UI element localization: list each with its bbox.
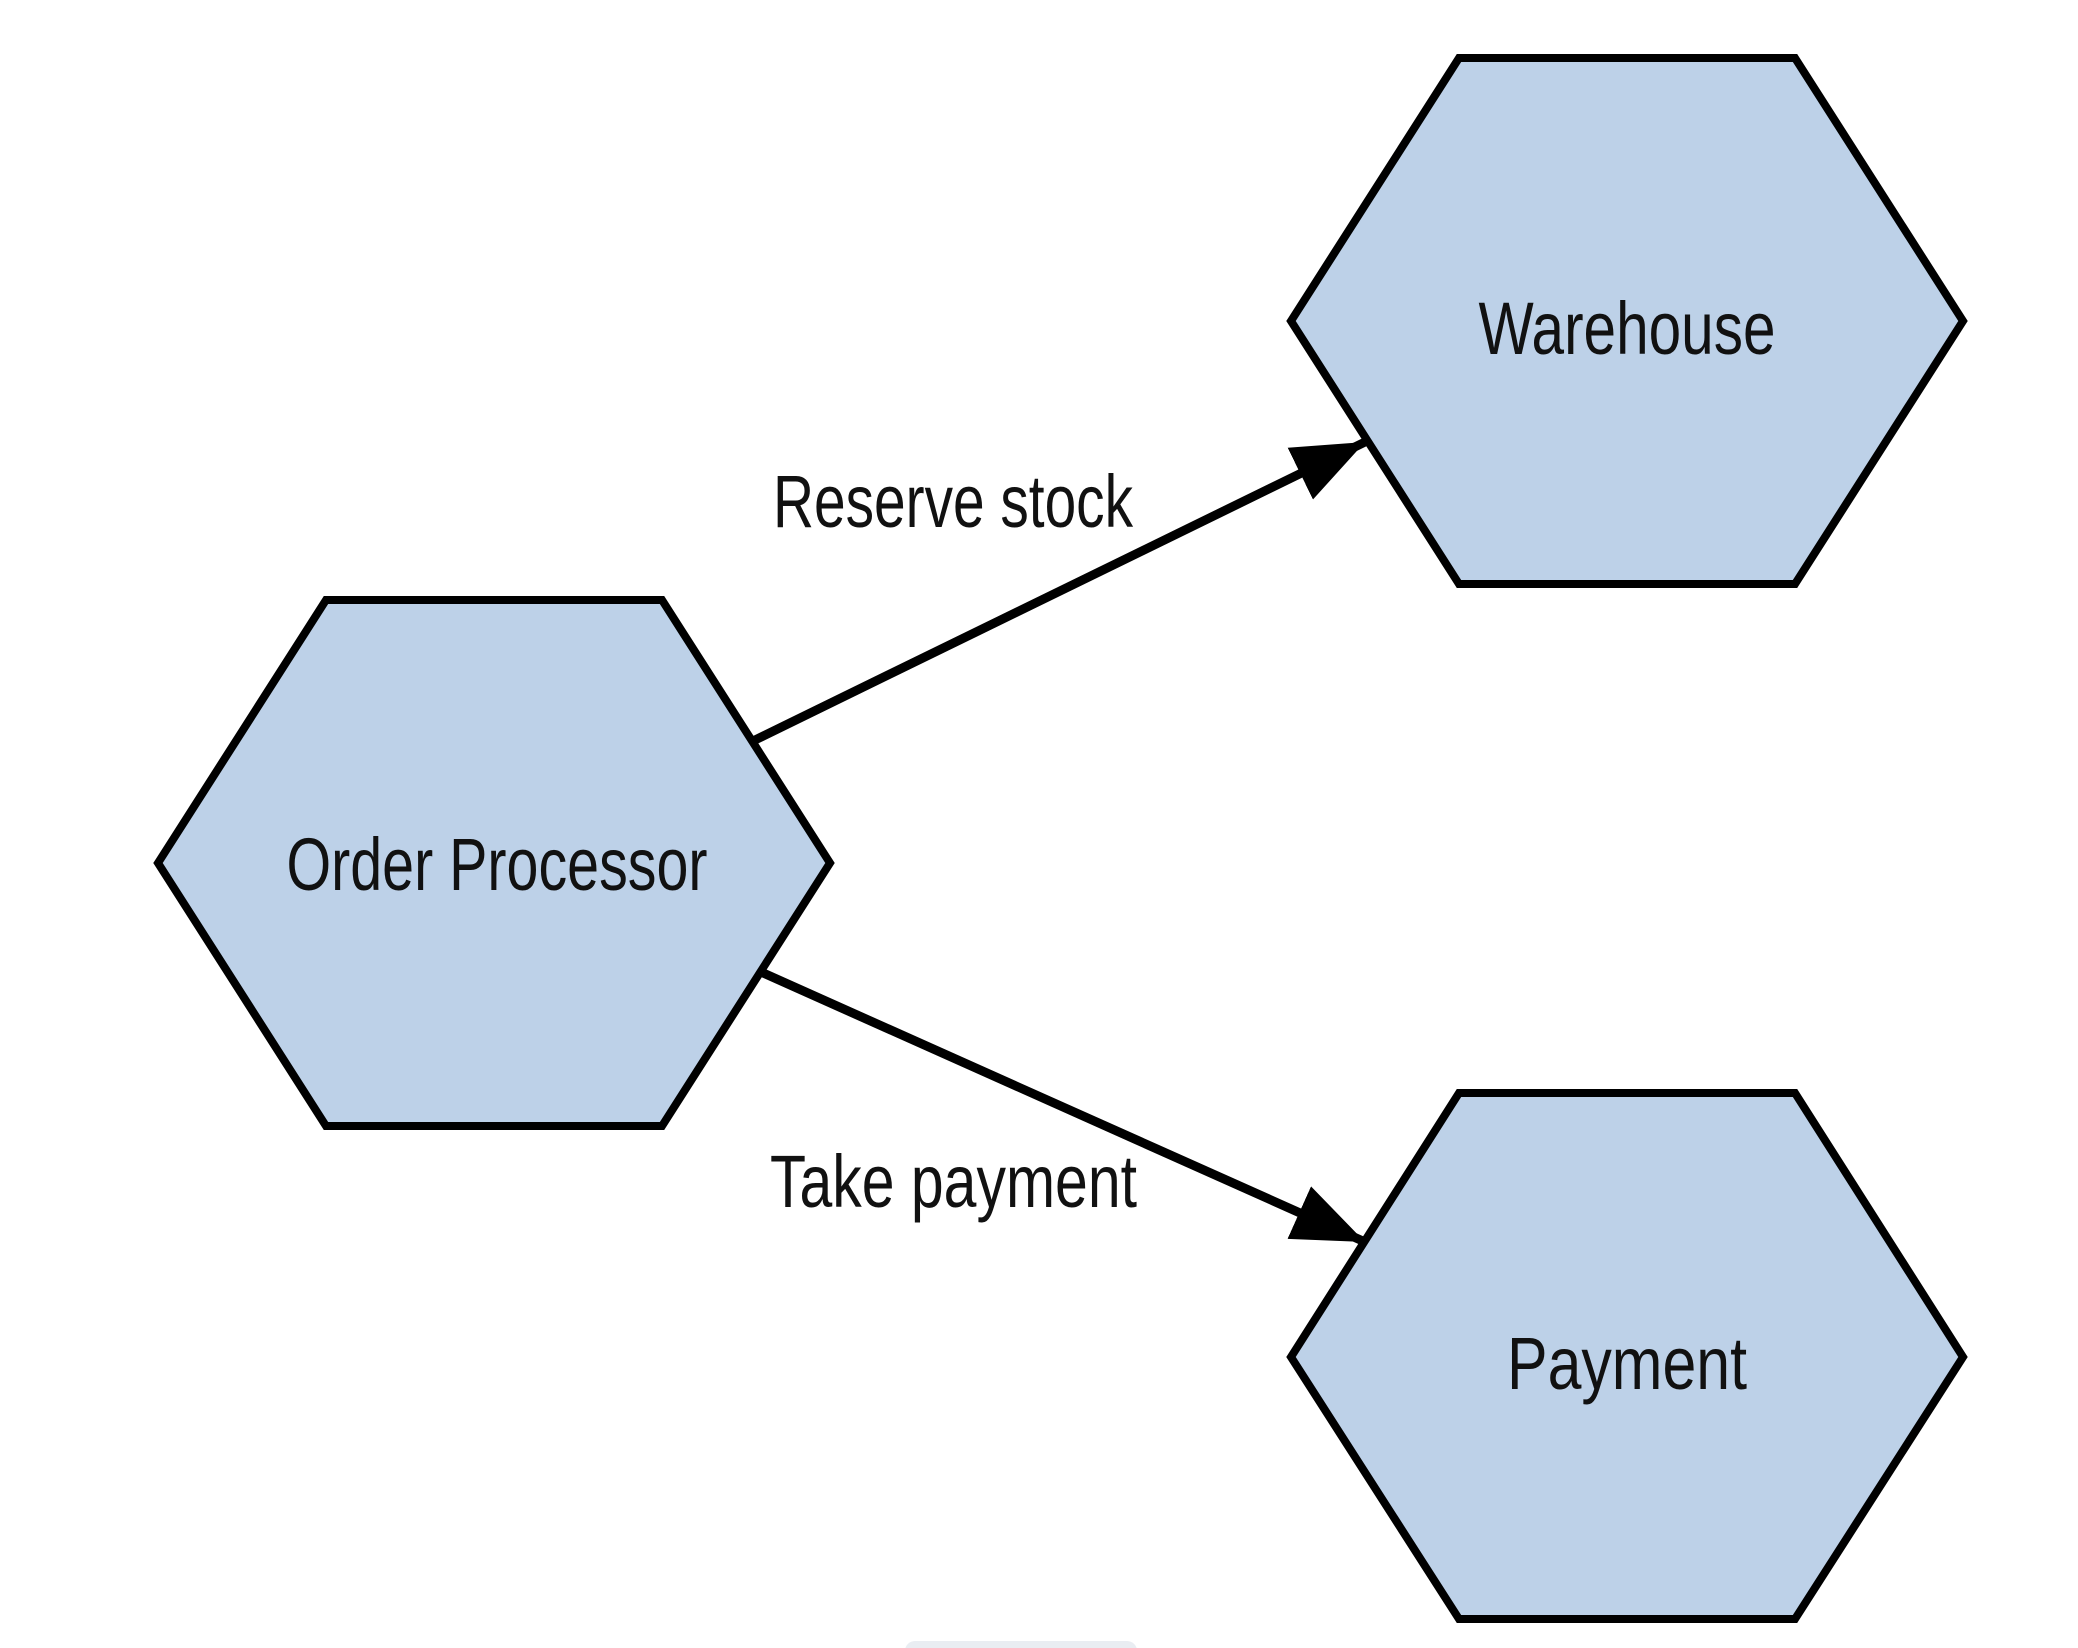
node-hexagon-payment xyxy=(1286,1089,1968,1623)
bottom-edge-artifact xyxy=(905,1641,1137,1648)
node-label-order-processor: Order Processor xyxy=(287,823,708,906)
node-hexagon-order-processor xyxy=(153,596,835,1130)
edge-label-reserve-stock: Reserve stock xyxy=(773,460,1134,543)
node-hexagon-warehouse xyxy=(1286,54,1968,588)
node-label-warehouse: Warehouse xyxy=(1479,287,1776,370)
edge-arrow-reserve-stock xyxy=(753,437,1367,745)
node-label-payment: Payment xyxy=(1507,1322,1747,1405)
edge-label-take-payment: Take payment xyxy=(770,1140,1137,1223)
edge-arrow-take-payment xyxy=(750,963,1367,1247)
